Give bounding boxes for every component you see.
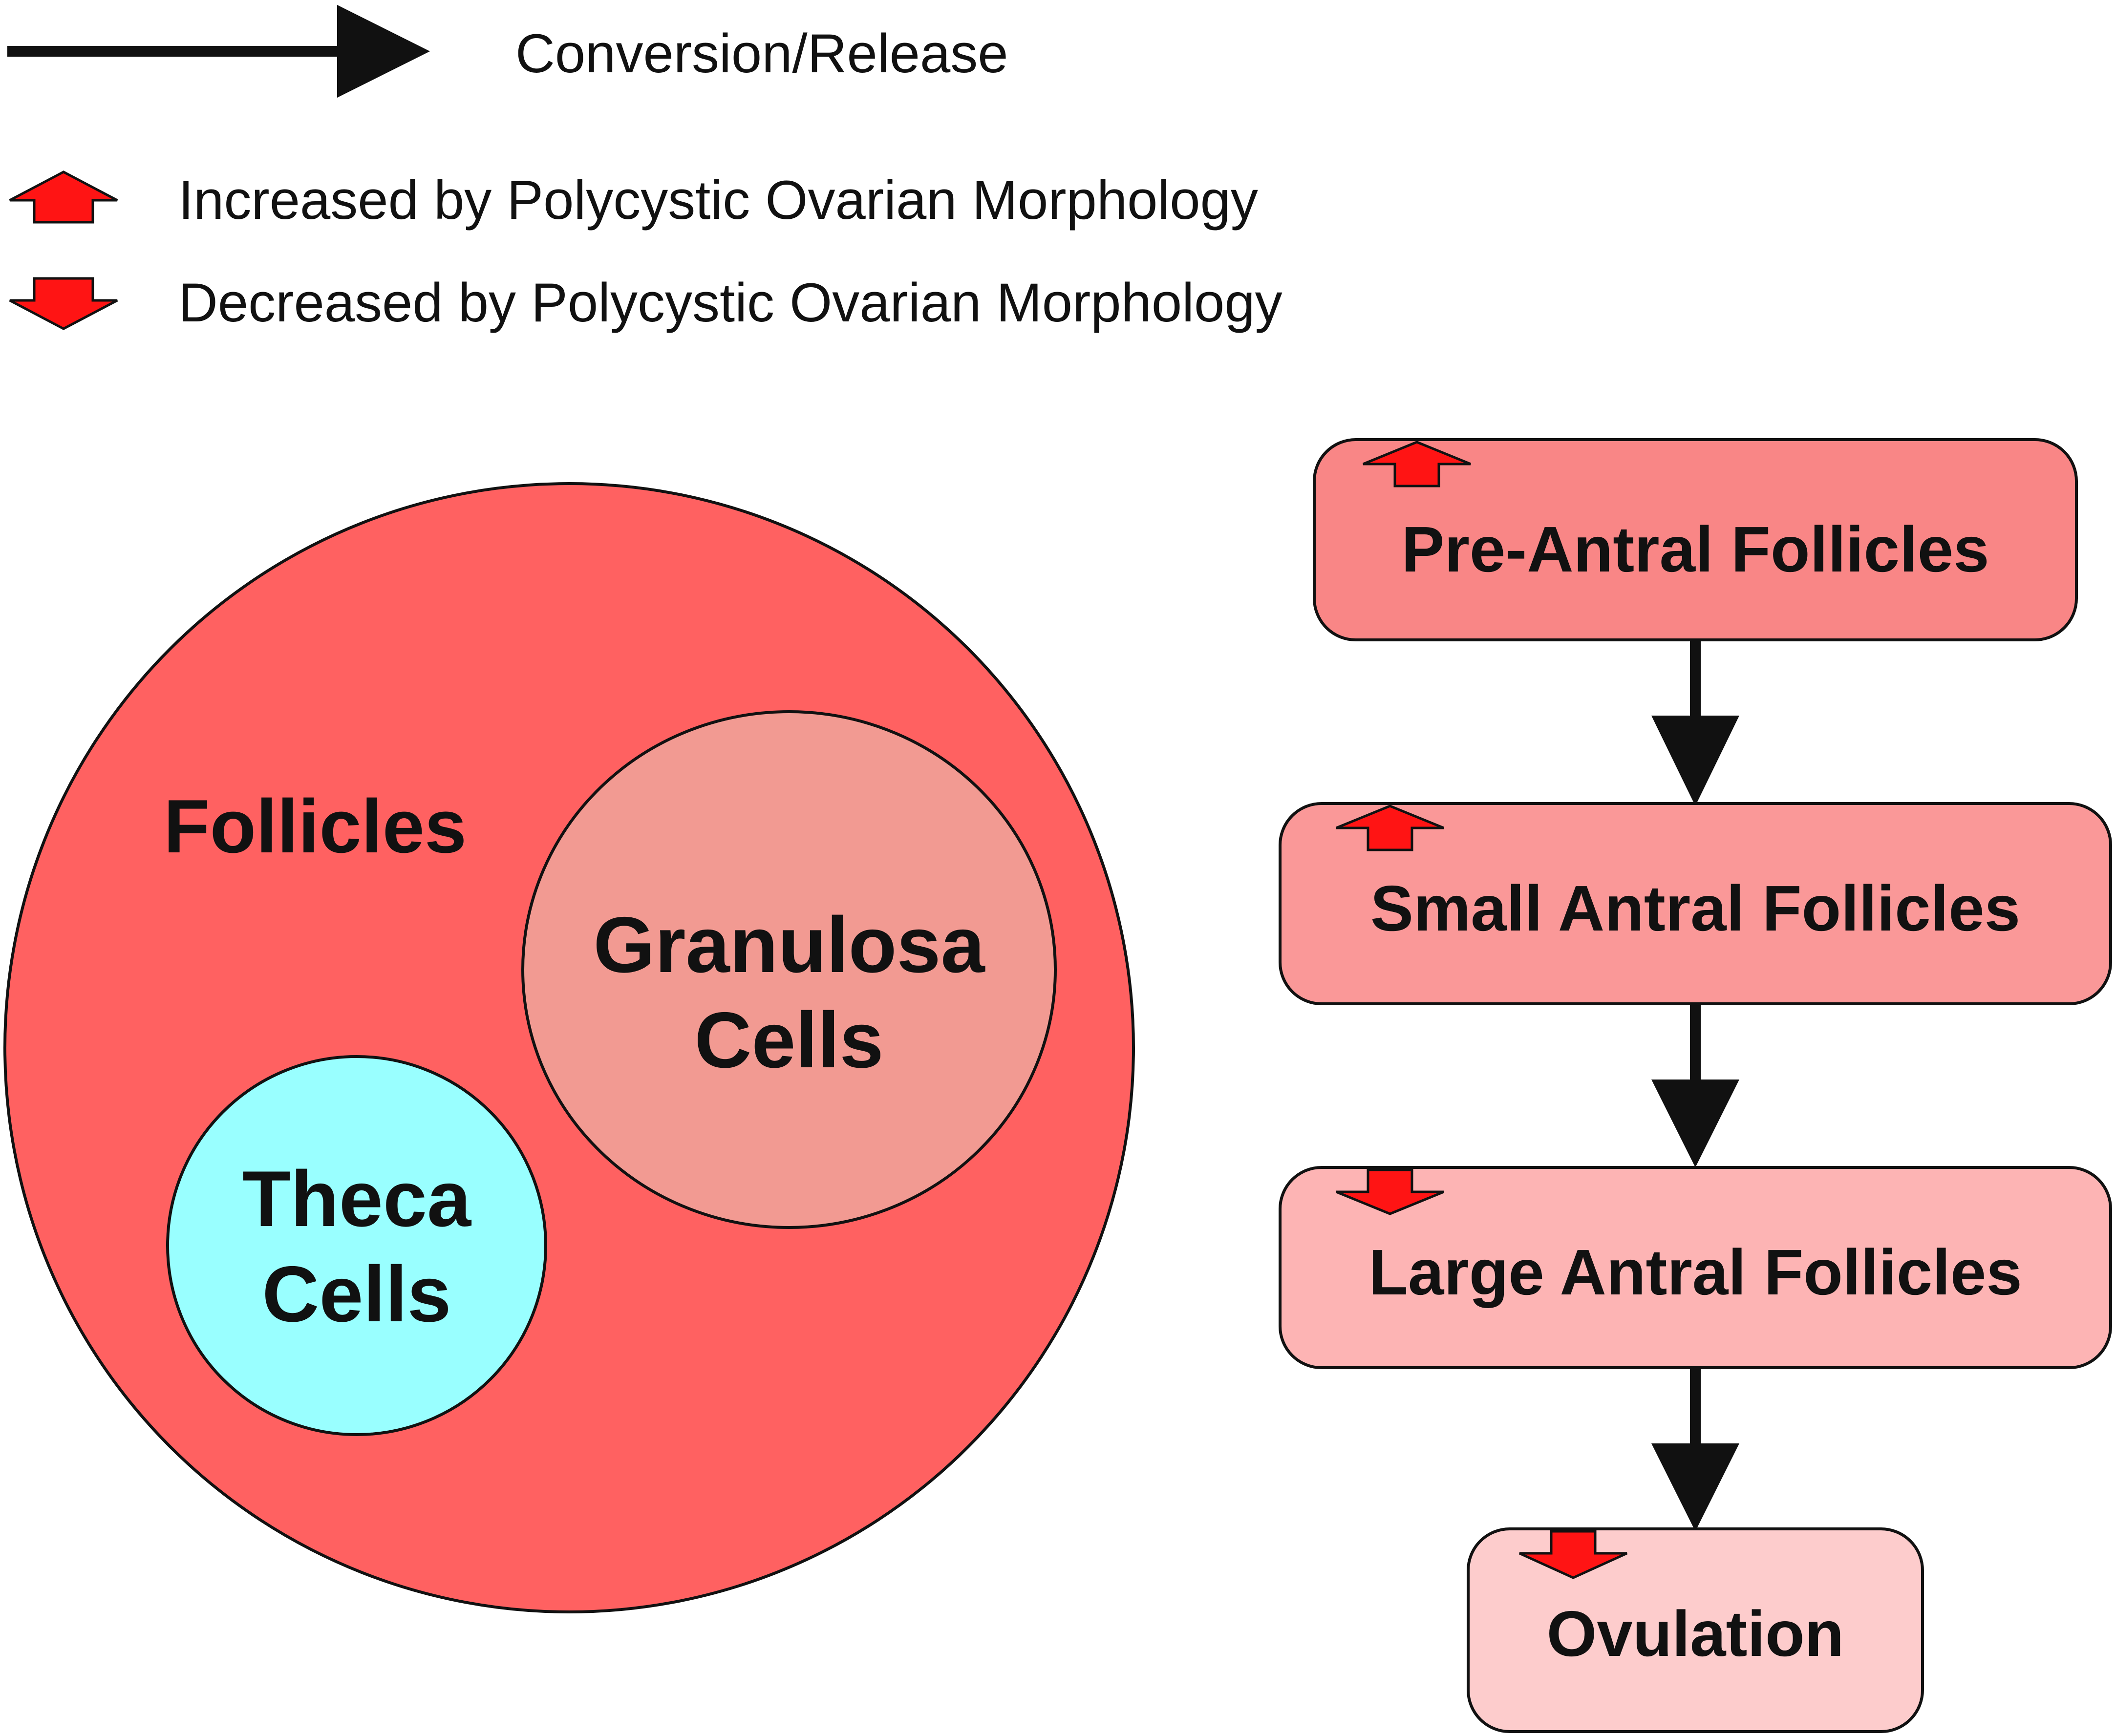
follicles-label: Follicles	[164, 784, 467, 868]
right-arrow-icon	[7, 5, 430, 98]
stage-small-antral-follicles: Small Antral Follicles	[1279, 802, 2112, 1005]
stage-label: Large Antral Follicles	[1368, 1236, 2022, 1308]
red-up-arrow-icon	[9, 170, 118, 224]
granulosa-cells-label-line2: Cells	[694, 996, 883, 1084]
conversion-arrow-1	[1651, 640, 1739, 806]
stage-box	[1313, 438, 2078, 641]
stage-large-antral-follicles: Large Antral Follicles	[1279, 1166, 2112, 1369]
stage-label: Pre-Antral Follicles	[1401, 513, 1989, 585]
theca-cells-label-line1: Theca	[242, 1155, 472, 1243]
stage-label: Ovulation	[1547, 1598, 1844, 1670]
stage-pre-antral-follicles: Pre-Antral Follicles	[1313, 438, 2078, 641]
follicle-venn: Follicles Granulosa Cells Theca Cells	[3, 482, 1135, 1613]
legend-increased-label: Increased by Polycystic Ovarian Morpholo…	[178, 169, 1258, 231]
red-down-arrow-icon	[1336, 1168, 1444, 1215]
legend-decreased-label: Decreased by Polycystic Ovarian Morpholo…	[178, 272, 1282, 333]
theca-cells-label-line2: Cells	[262, 1250, 451, 1338]
conversion-arrow-3	[1651, 1368, 1739, 1531]
granulosa-cells-label-line1: Granulosa	[593, 901, 985, 989]
stage-box	[1279, 1166, 2112, 1369]
red-up-arrow-icon	[1336, 804, 1444, 851]
granulosa-cells-circle	[521, 710, 1057, 1229]
stage-box	[1279, 802, 2112, 1005]
red-down-arrow-icon	[1518, 1530, 1628, 1579]
follicle-progression-flow: Pre-Antral Follicles Small Antral Follic…	[1279, 438, 2112, 1733]
stage-ovulation: Ovulation	[1467, 1527, 1924, 1733]
stage-box	[1467, 1527, 1924, 1733]
theca-cells-circle	[166, 1055, 547, 1436]
red-up-arrow-icon	[1363, 441, 1471, 487]
legend: Conversion/Release Increased by Polycyst…	[7, 5, 1282, 333]
conversion-arrow-2	[1651, 1004, 1739, 1167]
stage-label: Small Antral Follicles	[1370, 872, 2020, 944]
red-down-arrow-icon	[9, 277, 118, 330]
legend-conversion-label: Conversion/Release	[515, 23, 1008, 84]
